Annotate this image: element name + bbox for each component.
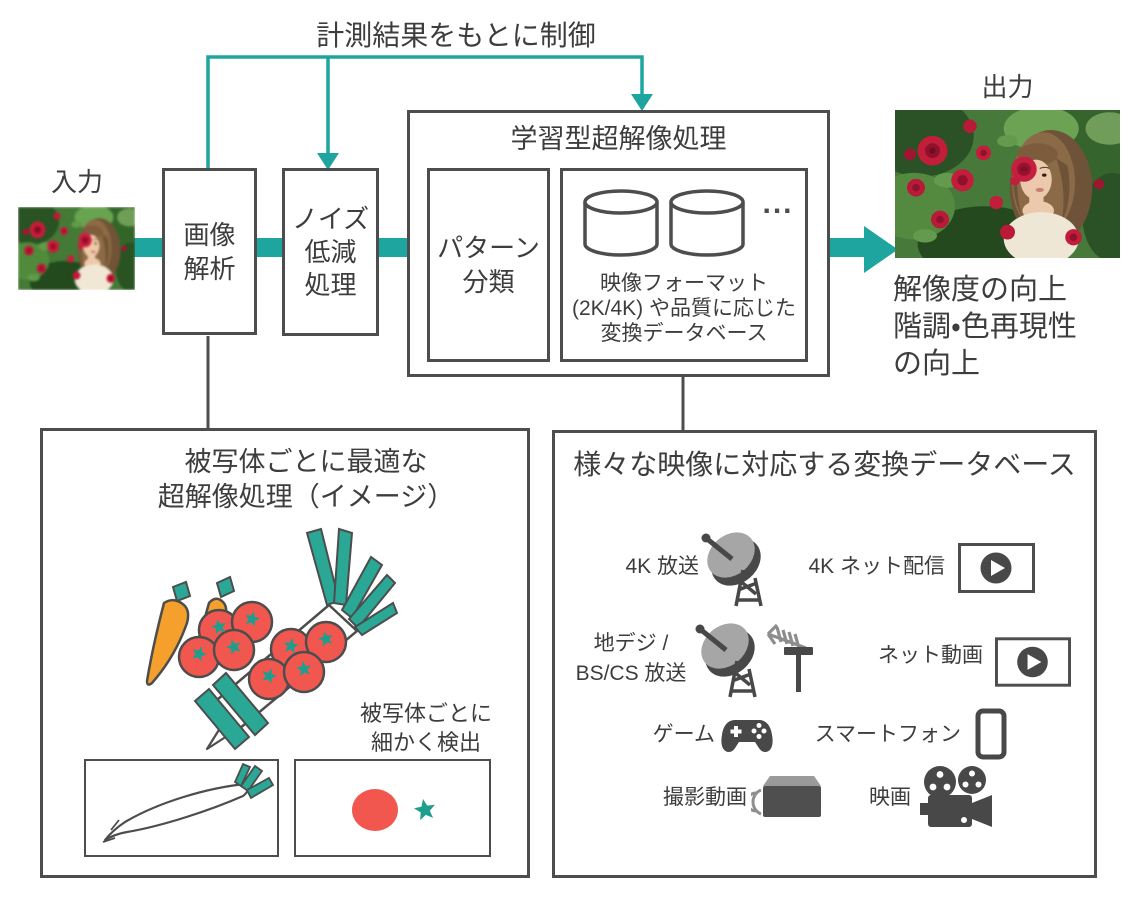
control-label: 計測結果をもとに制御: [316, 20, 596, 51]
conversion-db-catalog-box: 様々な映像に対応する変換データベース 4K 放送 4K ネット配信 地デジ / …: [552, 430, 1097, 878]
label-game: ゲーム: [652, 723, 715, 746]
output-arrow-icon: [864, 226, 898, 273]
detection-annotation-label: 被写体ごとに 細かく検出: [359, 701, 492, 755]
benefit-resolution-label: 解像度の向上: [893, 274, 1068, 306]
noise-reduction-box: ノイズ 低減 処理: [282, 168, 379, 336]
vegetables-illustration: [145, 527, 399, 751]
arrowhead-to-noise-icon: [317, 153, 339, 170]
conversion-db-box: ... 映像フォーマット (2K/4K) や品質に応じた 変換データベース: [560, 168, 808, 362]
output-photo: [895, 110, 1120, 258]
input-photo: [18, 207, 135, 290]
database-cylinder-icon: [669, 189, 745, 257]
flow-band: [829, 238, 866, 257]
radish-icon: [102, 762, 274, 843]
camcorder-icon: [751, 776, 821, 817]
label-4k-broadcast: 4K 放送: [625, 555, 699, 578]
flow-band: [255, 238, 284, 257]
db-catalog-title: 様々な映像に対応する変換データベース: [573, 449, 1076, 480]
smartphone-icon: [975, 708, 1007, 760]
database-cylinder-icon: [583, 189, 659, 257]
image-analysis-box: 画像 解析: [162, 168, 257, 335]
pattern-classification-label: パターン 分類: [437, 233, 540, 297]
satellite-dish-icon: [701, 532, 763, 607]
flow-band: [131, 238, 164, 257]
subject-box-title: 被写体ごとに最適な 超解像処理（イメージ）: [157, 447, 455, 512]
tomato-and-star-icon: [351, 789, 437, 831]
arrowhead-to-sr-icon: [631, 94, 653, 111]
output-label: 出力: [981, 72, 1034, 102]
detected-parts-box: [294, 759, 491, 857]
movie-camera-icon: [920, 766, 992, 827]
label-net-video: ネット動画: [878, 644, 983, 667]
super-resolution-box: 学習型超解像処理 パターン 分類 ... 映像フォーマット (2K/4K) や品…: [407, 110, 830, 377]
detected-radish-box: [84, 759, 279, 857]
label-recorded-video: 撮影動画: [663, 786, 747, 809]
label-4k-streaming: 4K ネット配信: [808, 555, 945, 578]
super-resolution-title: 学習型超解像処理: [510, 124, 727, 154]
label-movie: 映画: [869, 786, 911, 809]
flow-band: [377, 238, 409, 257]
subject-box: 被写体ごとに最適な 超解像処理（イメージ）: [40, 428, 530, 878]
control-line: [206, 55, 644, 168]
play-video-icon: [958, 543, 1035, 593]
benefit-gradation-label: 階調・色再現性 の向上: [893, 311, 1077, 380]
pattern-classification-box: パターン 分類: [427, 168, 550, 362]
satellite-dish-icon: [695, 623, 757, 698]
label-smartphone: スマートフォン: [814, 723, 961, 746]
tv-antenna-icon: [766, 623, 813, 692]
play-video-icon: [995, 637, 1071, 687]
ellipsis-label: ...: [762, 187, 794, 220]
label-terrestrial-bs-cs: 地デジ / BS/CS 放送: [575, 632, 687, 685]
input-label: 入力: [50, 167, 103, 197]
gamepad-icon: [721, 720, 773, 752]
noise-reduction-label: ノイズ 低減 処理: [291, 203, 370, 300]
image-analysis-label: 画像 解析: [183, 219, 236, 284]
db-note-label: 映像フォーマット (2K/4K) や品質に応じた 変換データベース: [571, 272, 797, 345]
